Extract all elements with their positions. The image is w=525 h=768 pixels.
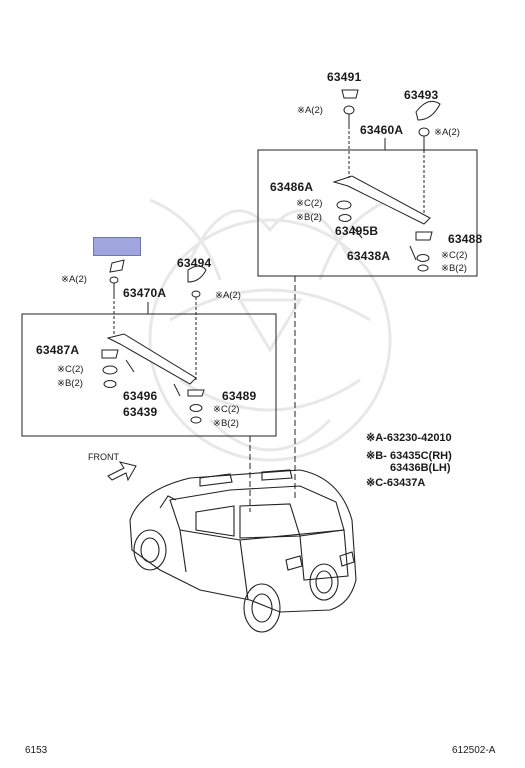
part-label-63486a[interactable]: 63486A [270, 180, 314, 194]
legend-b-value-rh: 63435C(RH) [390, 450, 452, 462]
legend-b-value-lh: 63436B(LH) [390, 462, 451, 474]
fastener-c2-right: ※C(2) [296, 198, 323, 209]
fastener-b2-right-low: ※B(2) [441, 263, 467, 274]
highlighted-part-marker[interactable] [93, 237, 141, 256]
part-label-63470a[interactable]: 63470A [123, 286, 167, 300]
fastener-a2-mid: ※A(2) [215, 290, 241, 301]
fastener-c2-right-low: ※C(2) [441, 250, 468, 261]
left-assembly-frame [21, 313, 277, 437]
fastener-b2-left-low: ※B(2) [213, 418, 239, 429]
legend-c-value: 63437A [386, 477, 426, 489]
legend-b: ※B- [366, 450, 387, 463]
fastener-b2-right: ※B(2) [296, 212, 322, 223]
legend-c-key: ※C- [366, 477, 387, 489]
part-label-63494[interactable]: 63494 [177, 256, 212, 270]
cover-63493-icon [415, 100, 441, 150]
part-label-63460a[interactable]: 63460A [360, 123, 404, 137]
part-label-63439[interactable]: 63439 [123, 405, 158, 419]
clip-63491-icon [341, 89, 359, 126]
fastener-b2-left: ※B(2) [57, 378, 83, 389]
front-arrow-icon [107, 461, 137, 482]
part-label-63495b[interactable]: 63495B [335, 224, 379, 238]
footer-right-code: 612502-A [452, 745, 496, 756]
legend-a-key: ※A- [366, 432, 387, 444]
fastener-c2-left-low: ※C(2) [213, 404, 240, 415]
watermark-emblem [148, 198, 392, 462]
roof-rail-right-icon [332, 126, 433, 272]
part-label-63489[interactable]: 63489 [222, 389, 257, 403]
vehicle-outline [129, 469, 357, 633]
part-label-63496[interactable]: 63496 [123, 389, 158, 403]
part-label-63487a[interactable]: 63487A [36, 343, 80, 357]
part-label-63493[interactable]: 63493 [404, 88, 439, 102]
roof-rail-left-icon [101, 259, 207, 424]
fastener-a2-right: ※A(2) [434, 127, 460, 138]
legend-a-value: 63230-42010 [386, 432, 452, 444]
front-label: FRONT [88, 452, 119, 462]
right-assembly-frame [257, 149, 478, 277]
legend-b-key: ※B- [366, 450, 387, 462]
part-label-63491[interactable]: 63491 [327, 70, 362, 84]
footer-left-code: 6153 [25, 745, 48, 756]
fastener-c2-left: ※C(2) [57, 364, 84, 375]
fastener-a2-top: ※A(2) [297, 105, 323, 116]
part-label-63488[interactable]: 63488 [448, 232, 483, 246]
fastener-a2-left: ※A(2) [61, 274, 87, 285]
legend-c: ※C-63437A [366, 477, 425, 490]
legend-a: ※A-63230-42010 [366, 432, 452, 445]
part-label-63438a[interactable]: 63438A [347, 249, 391, 263]
